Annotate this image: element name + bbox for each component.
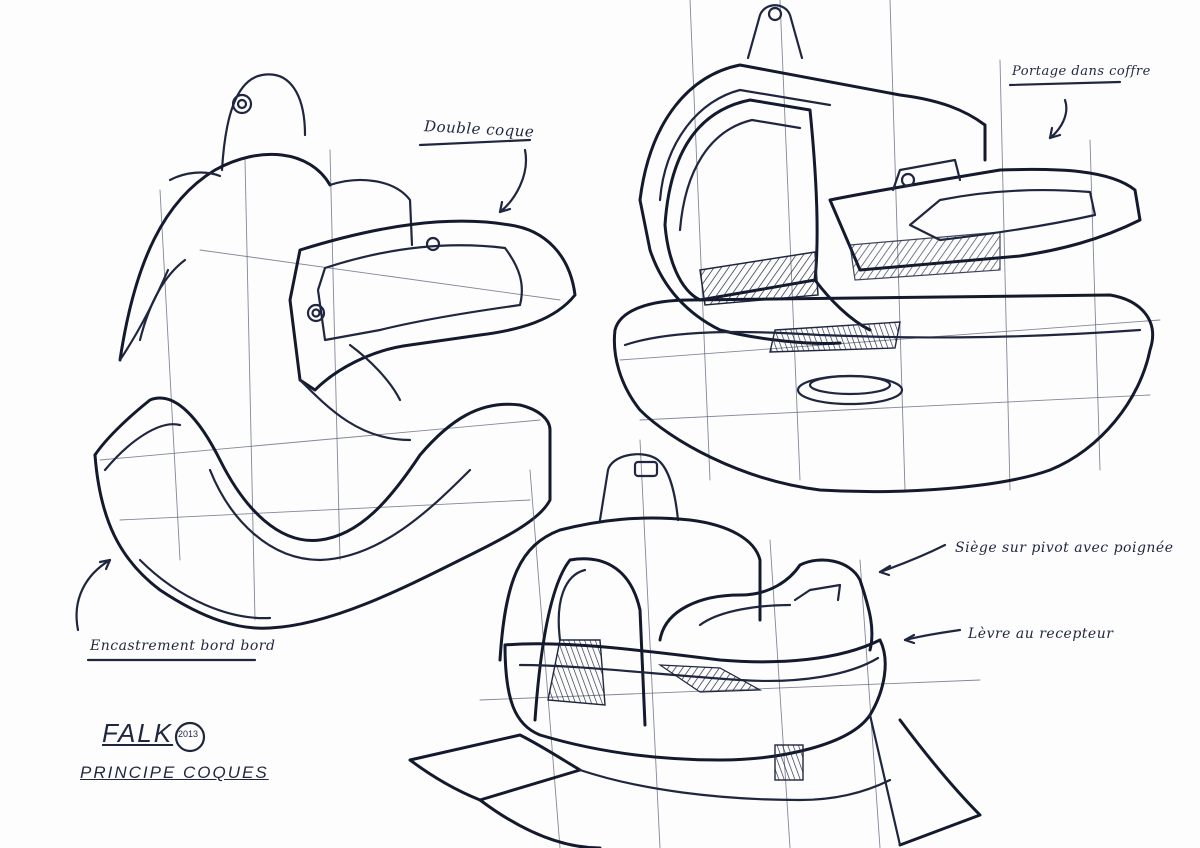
brand-signature: FALK — [102, 718, 174, 748]
annotation-nesting: Encastrement bord bord — [90, 638, 276, 654]
year-label: 2013 — [178, 729, 199, 739]
bottom-cabin-sketch — [408, 439, 982, 848]
annotation-pivot-seat: Siège sur pivot avec poignée — [955, 540, 1174, 556]
annotation-trunk: Portage dans coffre — [1012, 64, 1151, 79]
annotation-lip: Lèvre au recepteur — [968, 626, 1114, 642]
year-circle — [174, 721, 206, 753]
top-right-cabin-sketch — [612, 0, 1161, 494]
annotation-arrows — [75, 80, 1122, 662]
left-shell-sketch — [93, 73, 577, 630]
sheet-subtitle: PRINCIPE COQUES — [80, 763, 269, 782]
